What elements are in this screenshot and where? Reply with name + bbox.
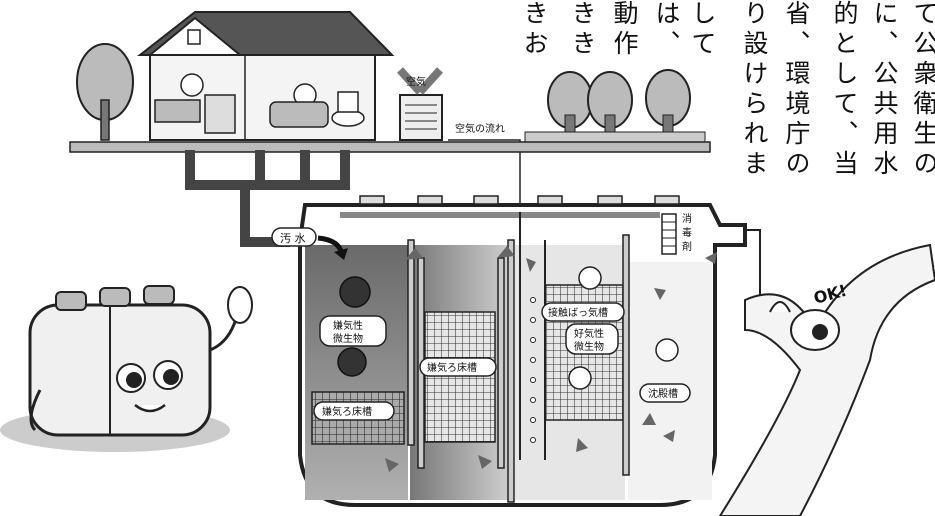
air-label: 空気 — [406, 75, 426, 88]
settling-tank-label: 沈殿槽 — [648, 387, 678, 400]
text-column-1: して — [688, 0, 717, 60]
text-column-2: は、 — [652, 0, 681, 60]
manhole-caps — [359, 195, 680, 205]
air-flow-label: 空気の流れ — [455, 122, 505, 135]
anaerobic-tank-label-1: 嫌気ろ床槽 — [322, 405, 372, 418]
sewage-label: 汚 水 — [280, 232, 306, 245]
anaerobic-microbe-icons — [337, 276, 371, 377]
text-column-4: きき — [568, 0, 597, 60]
disinfectant-icon — [661, 213, 677, 255]
disinfectant-label-1: 消 — [682, 212, 692, 225]
aerobic-microbe-label-1: 好気性 — [574, 327, 604, 340]
text-column-6: り設けられま — [740, 0, 769, 180]
trees-right-icon — [524, 69, 706, 145]
text-column-3: 動作 — [610, 0, 639, 60]
flow-arrows — [385, 246, 717, 472]
text-column-8: 的として、当 — [830, 0, 859, 180]
blower-box-icon — [397, 67, 443, 141]
anaerobic-microbe-label-2: 微生物 — [333, 332, 363, 345]
fish-mascot-icon — [769, 301, 840, 351]
air-bubbles — [530, 297, 536, 443]
ground-line — [69, 141, 711, 153]
house-icon — [137, 11, 395, 141]
disinfectant-label-3: 剤 — [682, 240, 692, 253]
text-column-5: きお — [520, 0, 549, 60]
text-column-9: に、公共用水 — [870, 0, 899, 180]
anaerobic-tank-label-2: 嫌気ろ床槽 — [427, 361, 477, 374]
septic-mascot-icon — [0, 285, 253, 452]
text-column-7: 省、環境庁の — [782, 0, 811, 180]
text-column-10: て公衆衛生の — [910, 0, 935, 180]
aerobic-microbe-icons — [568, 266, 679, 390]
anaerobic-microbe-label-1: 嫌気性 — [333, 319, 363, 332]
contact-aeration-label: 接触ばっ気槽 — [548, 306, 608, 319]
aerobic-microbe-label-2: 微生物 — [574, 340, 604, 353]
filter-media-2 — [424, 311, 496, 443]
tree-left-icon — [76, 43, 134, 141]
settling-chamber — [628, 262, 712, 500]
disinfectant-label-2: 毒 — [682, 226, 692, 239]
